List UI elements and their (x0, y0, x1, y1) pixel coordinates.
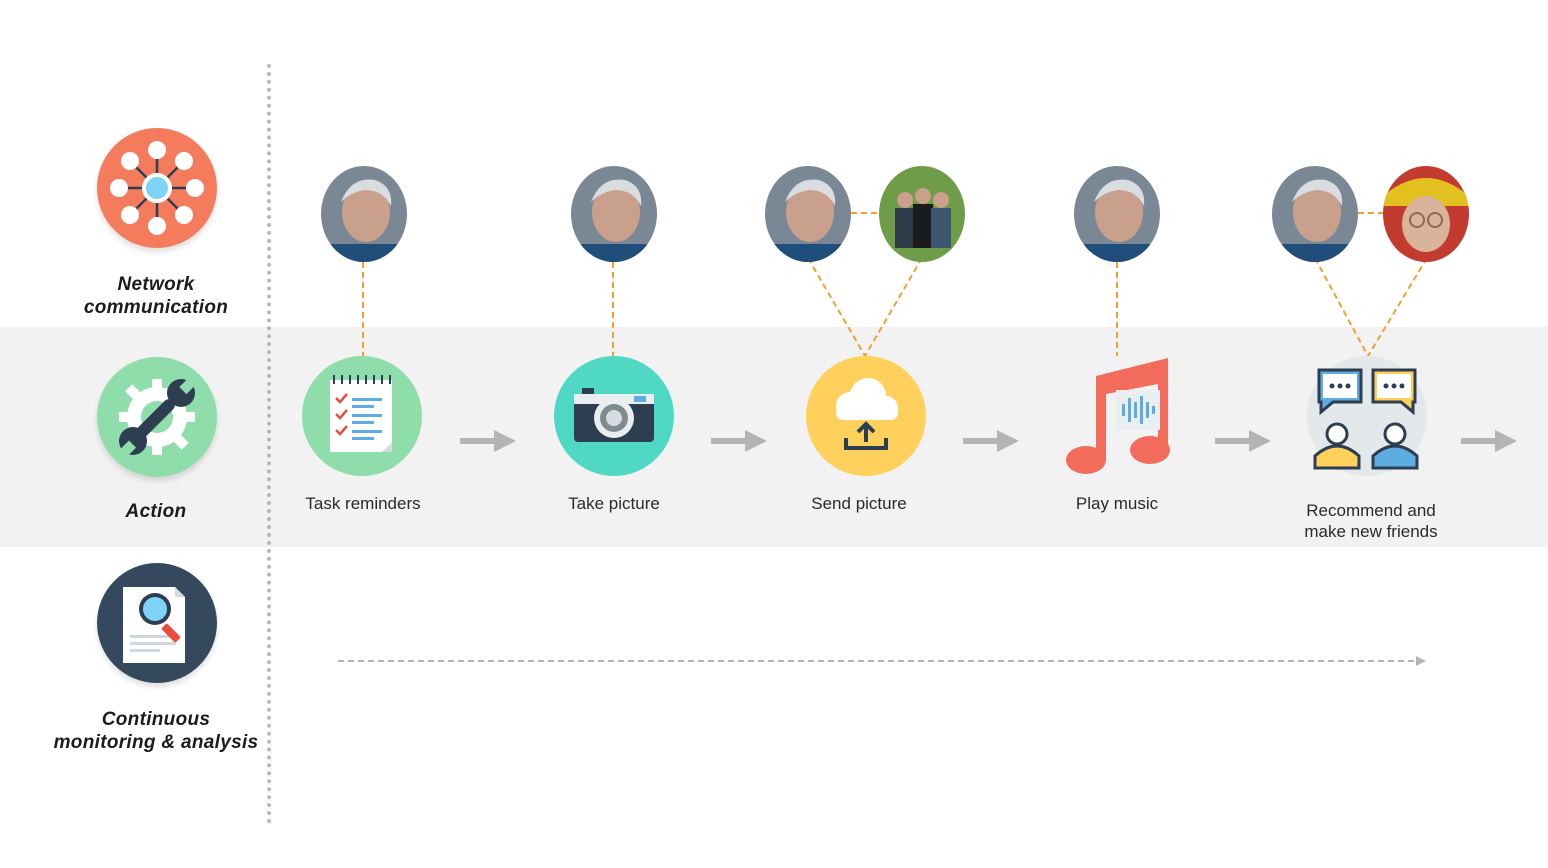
elderly-woman-avatar (1383, 166, 1469, 262)
timeline-arrow (338, 656, 1426, 666)
wrench-gear-icon (97, 357, 217, 477)
cloud-upload-icon (806, 356, 926, 476)
flow-arrow (963, 428, 1019, 454)
row-label-line: monitoring & analysis (53, 732, 259, 753)
step-label-recommend-friends: Recommend and make new friends (1251, 500, 1491, 542)
row-label-line: Continuous (101, 709, 211, 730)
step-label-line: Recommend and (1306, 501, 1436, 520)
flow-arrow (1461, 428, 1517, 454)
row-label-action: Action (125, 501, 187, 522)
row-label-network: Network communication (40, 273, 272, 319)
document-search-icon (97, 563, 217, 683)
row-divider (267, 64, 271, 824)
row-label-line: Network (117, 274, 195, 295)
action-band (0, 327, 1548, 547)
family-photo-avatar (879, 166, 965, 262)
flow-arrow (460, 428, 516, 454)
music-note-icon (1058, 356, 1178, 476)
step-label-take-picture: Take picture (568, 494, 660, 513)
step-label-task-reminders: Task reminders (305, 494, 421, 513)
network-icon (97, 128, 217, 248)
checklist-icon (302, 356, 422, 476)
flow-arrow (711, 428, 767, 454)
step-label-play-music: Play music (1075, 494, 1159, 513)
chat-friends-icon (1307, 356, 1427, 476)
row-label-monitoring: Continuous monitoring & analysis (40, 708, 272, 754)
elderly-man-avatar (1272, 166, 1358, 262)
elderly-man-avatar (321, 166, 407, 262)
flow-arrow (1215, 428, 1271, 454)
camera-icon (554, 356, 674, 476)
elderly-man-avatar (765, 166, 851, 262)
row-label-line: communication (83, 297, 229, 318)
step-label-send-picture: Send picture (811, 494, 907, 513)
step-label-line: make new friends (1304, 522, 1438, 541)
elderly-man-avatar (1074, 166, 1160, 262)
elderly-man-avatar (571, 166, 657, 262)
